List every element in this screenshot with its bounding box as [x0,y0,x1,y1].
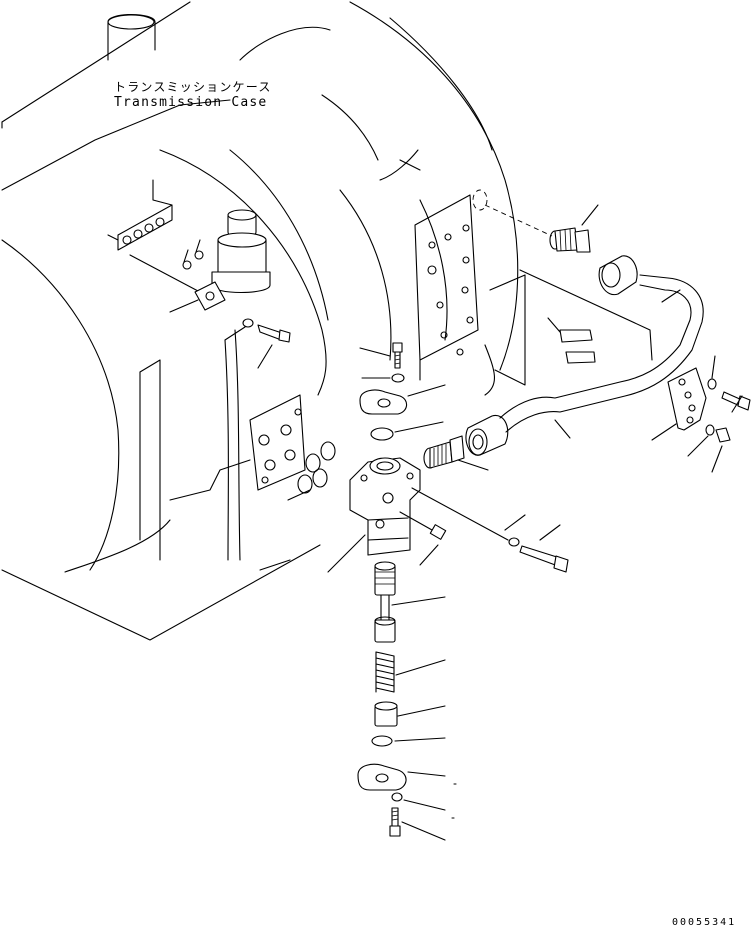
oil-filter [169,209,271,313]
drawing-code: 00055341 [672,917,737,928]
washer-bottom [391,792,446,811]
o-ring-top [370,421,444,441]
o-ring-bottom [371,735,446,747]
hose-fitting [465,414,509,456]
case-label-english: Transmission Case [114,95,268,110]
connector-elbow [423,435,489,471]
spool [374,561,446,643]
flange-bolt-top [359,342,403,369]
bolt-bottom [389,807,446,841]
leader-dots [451,783,457,819]
tube-assembly [499,255,704,439]
case-label-japanese: トランスミッションケース [114,80,272,94]
bracket-plate [651,367,707,441]
washer-top [361,373,405,383]
long-bolt [411,487,569,573]
sleeve [374,701,446,727]
cover-plate-bottom [357,763,446,791]
upper-nipple [472,189,599,253]
filter-bolt [224,318,291,369]
cover-plate-top [359,384,446,415]
valve-body [327,457,421,573]
bracket-hardware [687,355,751,473]
spring [375,651,446,693]
transmission-case [1,1,653,641]
valve-side-bolt [399,511,447,566]
